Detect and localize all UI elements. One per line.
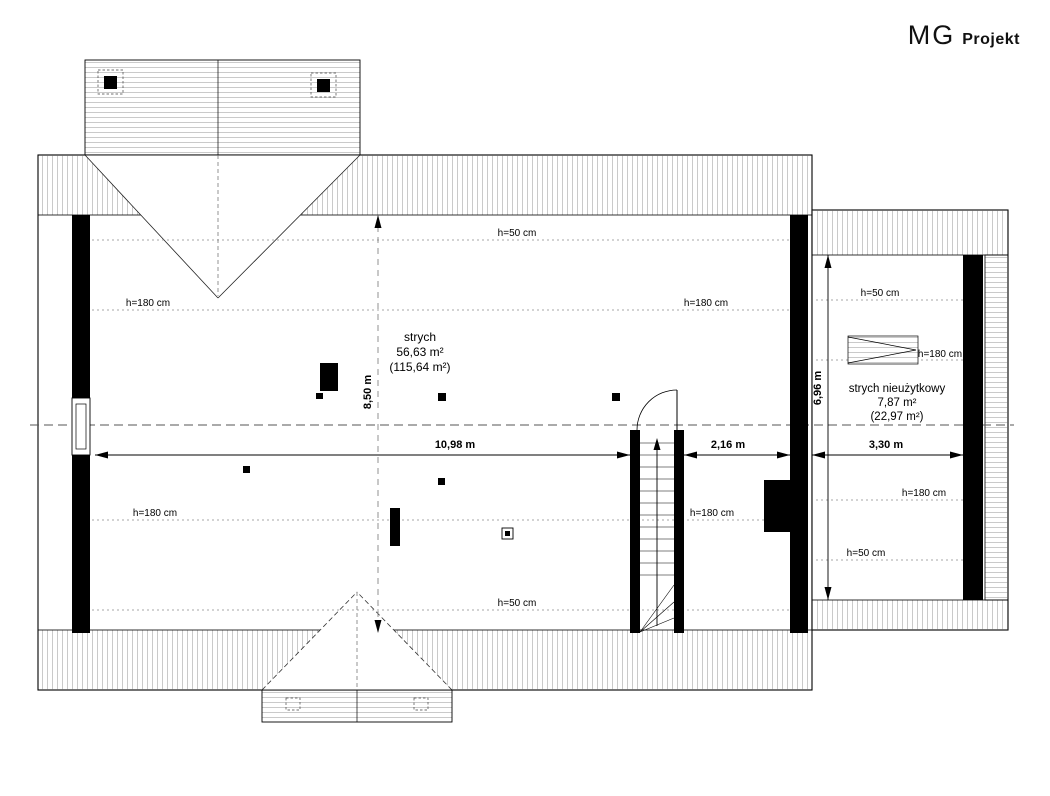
height-label-h180-right-upper: h=180 cm [684, 298, 728, 309]
height-label-h180-left-upper: h=180 cm [126, 298, 170, 309]
height-label-h180-left-lower: h=180 cm [133, 508, 177, 519]
height-label-h50-wing-top: h=50 cm [861, 288, 900, 299]
labels: h=50 cm h=50 cm h=180 cm h=180 cm h=180 … [126, 228, 962, 609]
wall-pier [764, 480, 790, 532]
dormer-valley-right [217, 154, 361, 299]
dormer-bottom [261, 591, 453, 723]
wall-stub [390, 508, 400, 546]
height-label-h50-top: h=50 cm [498, 228, 537, 239]
dormer-chimney-right [317, 79, 330, 92]
dim-main-depth-label: 8,50 m [362, 375, 374, 409]
post [243, 466, 250, 473]
dim-right-width-label: 3,30 m [869, 439, 903, 451]
brand-logo-mg: MG [907, 20, 956, 50]
dimension-lines [95, 215, 963, 633]
post [438, 393, 446, 401]
room-main-name: strych [404, 330, 436, 344]
brand-logo: MG Projekt [908, 20, 1020, 51]
stair-direction-arrow [653, 438, 661, 450]
chimneys-and-posts [243, 363, 620, 546]
chimney-block [320, 363, 338, 391]
window-left-gable [71, 397, 91, 456]
dormer-top-roof [84, 59, 361, 156]
height-label-h50-bottom: h=50 cm [498, 598, 537, 609]
dim-main-width-label: 10,98 m [435, 439, 476, 451]
dormer-chimney-left [104, 76, 117, 89]
walls [72, 215, 983, 633]
room-main-gross-area: (115,64 m²) [389, 360, 450, 374]
wall-right-main [790, 215, 808, 633]
post [438, 478, 445, 485]
eave-band-wing-top [811, 209, 1009, 256]
stair-wall-right [674, 430, 684, 633]
post [612, 393, 620, 401]
height-label-h180-right-lower: h=180 cm [690, 508, 734, 519]
wall-far-right [963, 255, 983, 600]
door-swing [636, 389, 678, 431]
brand-logo-projekt: Projekt [962, 31, 1020, 48]
roof-height-lines [92, 239, 963, 611]
height-label-h180-wing-upper: h=180 cm [918, 349, 962, 360]
height-label-h180-wing-lower: h=180 cm [902, 488, 946, 499]
skylight-symbol [847, 335, 919, 365]
stair-wall-left [630, 430, 640, 633]
dormer-valley-left [84, 154, 219, 299]
wall-left-lower [72, 455, 90, 633]
eave-band-wing-right [984, 254, 1009, 601]
room-main-area: 56,63 m² [396, 345, 443, 359]
dim-stair-bay-label: 2,16 m [711, 439, 745, 451]
dim-right-depth-label: 6,96 m [812, 371, 824, 405]
dormer-top [84, 59, 361, 299]
room-unusable-name: strych nieużytkowy [849, 383, 946, 395]
room-unusable-area: 7,87 m² [878, 397, 917, 409]
door-arc [636, 389, 678, 431]
wall-left-upper [72, 215, 90, 398]
height-label-h50-wing-bottom: h=50 cm [847, 548, 886, 559]
staircase [639, 438, 675, 633]
room-unusable-gross-area: (22,97 m²) [870, 411, 923, 423]
eave-band-wing-bottom [811, 599, 1009, 631]
